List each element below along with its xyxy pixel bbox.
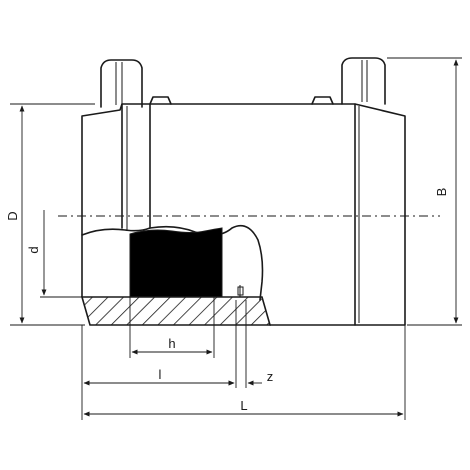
label-h: h [168,336,175,351]
dimension-h: h [131,336,213,355]
right-terminal-pin [341,57,386,105]
label-z: z [267,369,274,384]
right-fusion-indicator [311,96,334,105]
dimension-L: L [83,398,404,417]
left-terminal-pin [100,59,143,108]
dimension-z: z [222,369,274,386]
heating-wire-zone [129,227,223,298]
dimension-d: d [26,210,82,298]
label-B: B [434,188,449,197]
dimension-B: B [387,57,462,326]
label-l: l [159,367,162,382]
coupler-body-outline [81,103,406,326]
label-d: d [26,246,41,253]
dimension-D: D [5,103,95,326]
label-D: D [5,211,20,220]
hatched-wall-section [80,296,272,326]
pipe-stop-mark [237,286,244,296]
dimension-l: l [83,367,235,386]
left-fusion-indicator [149,96,172,105]
label-L: L [240,398,247,413]
